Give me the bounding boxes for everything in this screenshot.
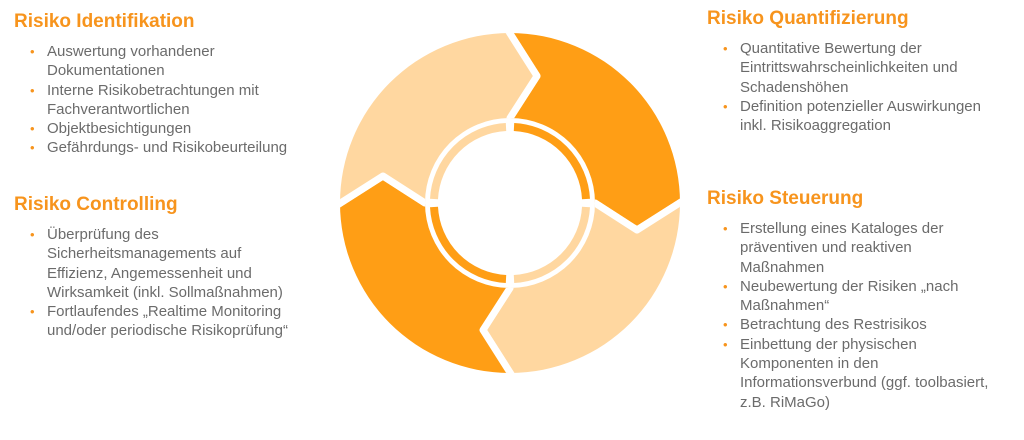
inner-arc-bottom-right xyxy=(513,206,590,283)
cycle-segment-controlling xyxy=(340,172,527,373)
bullet-text: Informationsverbund (ggf. toolbasiert, xyxy=(740,374,989,392)
bullet-text: Maßnahmen“ xyxy=(740,297,830,315)
bullet-text: Komponenten in den xyxy=(740,355,879,373)
bullet-text: Definition potenzieller Auswirkungen xyxy=(740,97,981,115)
bullet-icon: • xyxy=(723,278,728,294)
bullet-text: Objektbesichtigungen xyxy=(47,120,192,138)
bullet-item: • Gefährdungs- und Risikobeurteilung xyxy=(30,138,287,157)
bullet-icon: • xyxy=(723,317,728,333)
inner-arc-top-right xyxy=(513,123,590,200)
bullet-text: Effizienz, Angemessenheit und xyxy=(47,264,252,282)
bullet-text: Dokumentationen xyxy=(47,62,165,80)
section-steuerung: Risiko Steuerung • Erstellung eines Katal… xyxy=(707,188,988,412)
bullet-text: inkl. Risikoaggregation xyxy=(740,117,891,135)
bullet-text: Auswertung vorhandener xyxy=(47,43,215,60)
bullet-text: z.B. RiMaGo) xyxy=(740,393,831,411)
bullet-text: Gefährdungs- und Risikobeurteilung xyxy=(47,139,288,157)
bullet-text: Einbettung der physischen xyxy=(740,335,917,353)
bullet-text: Maßnahmen xyxy=(740,258,825,276)
bullet-icon: • xyxy=(30,304,35,320)
bullet-text: Interne Risikobetrachtungen mit xyxy=(47,81,259,99)
bullet-text: Eintrittswahrscheinlichkeiten und xyxy=(740,59,958,77)
inner-arc-top-left xyxy=(430,123,507,200)
section-identifikation: Risiko Identifikation • Auswertung vorhan… xyxy=(14,11,287,158)
bullet-text: Erstellung eines Kataloges der xyxy=(740,220,944,237)
bullet-text: präventiven und reaktiven xyxy=(740,239,912,257)
bullet-text: Fortlaufendes „Realtime Monitoring xyxy=(47,303,282,321)
bullet-text: Sicherheitsmanagements auf xyxy=(47,245,242,263)
bullet-item: • Erstellung eines Kataloges der präventiv… xyxy=(723,219,988,277)
bullet-icon: • xyxy=(723,336,728,352)
section-quantifizierung: Risiko Quantifizierung • Quantitative Bew… xyxy=(707,8,981,135)
bullet-text: Überprüfung des xyxy=(47,226,159,243)
section-title: Risiko Identifikation xyxy=(14,11,195,32)
bullet-text: Quantitative Bewertung der xyxy=(740,40,922,57)
bullet-icon: • xyxy=(30,44,35,59)
bullet-icon: • xyxy=(30,121,35,137)
bullet-icon: • xyxy=(30,82,35,98)
bullet-icon: • xyxy=(723,41,728,56)
bullet-icon: • xyxy=(723,98,728,114)
bullet-text: Neubewertung der Risiken „nach xyxy=(740,277,959,295)
bullet-icon: • xyxy=(30,227,35,242)
bullet-list: • Erstellung eines Kataloges der präventiv… xyxy=(723,219,988,412)
bullet-icon: • xyxy=(723,221,728,236)
bullet-icon: • xyxy=(30,140,35,156)
bullet-item: • Betrachtung des Restrisikos xyxy=(723,315,988,334)
section-title: Risiko Steuerung xyxy=(707,188,864,209)
inner-arc-bottom-left xyxy=(430,206,507,283)
bullet-text: Fachverantwortlichen xyxy=(47,100,190,118)
section-title: Risiko Controlling xyxy=(14,194,178,215)
cycle-segment-identifikation xyxy=(340,33,541,220)
bullet-item: • Definition potenzieller Auswirkungen ink… xyxy=(723,97,981,136)
bullet-text: Betrachtung des Restrisikos xyxy=(740,316,927,334)
bullet-text: Wirksamkeit (inkl. Sollmaßnahmen) xyxy=(47,283,283,301)
section-title: Risiko Quantifizierung xyxy=(707,8,909,29)
bullet-text: und/oder periodische Risikoprüfung“ xyxy=(47,322,288,340)
bullet-item: • Objektbesichtigungen xyxy=(30,119,287,138)
bullet-text: Schadenshöhen xyxy=(740,78,849,96)
